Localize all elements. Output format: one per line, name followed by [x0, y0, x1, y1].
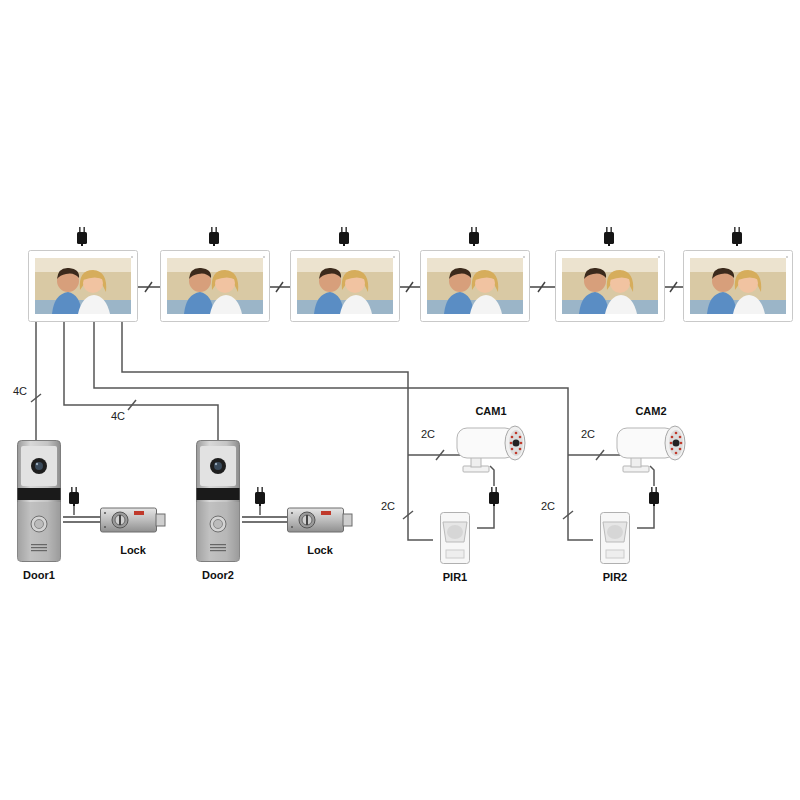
device-label: Door1	[23, 569, 55, 582]
lock-cable	[242, 517, 287, 522]
cable-label: 2C	[540, 500, 556, 513]
indoor-monitors	[29, 251, 793, 322]
device-label: CAM2	[635, 405, 666, 418]
monitor-links	[138, 282, 683, 292]
device-pictures	[18, 426, 686, 564]
bullet-camera: CAM2	[615, 405, 687, 477]
door-station: Door2	[194, 440, 242, 582]
cable-label: 4C	[110, 410, 126, 423]
device-label: Door2	[202, 569, 234, 582]
device-label: PIR2	[603, 571, 627, 584]
device-label: Lock	[120, 544, 146, 557]
device-label: Lock	[307, 544, 333, 557]
cable-label: 2C	[380, 500, 396, 513]
cable-label: 2C	[580, 428, 596, 441]
pir-sensor: PIR2	[593, 512, 637, 584]
bullet-camera: CAM1	[455, 405, 527, 477]
electric-lock: Lock	[100, 505, 166, 557]
wiring	[31, 322, 654, 540]
electric-lock: Lock	[287, 505, 353, 557]
cable-label: 4C	[12, 385, 28, 398]
device-label: CAM1	[475, 405, 506, 418]
pir-sensor: PIR1	[433, 512, 477, 584]
cable-label: 2C	[420, 428, 436, 441]
device-label: PIR1	[443, 571, 467, 584]
lock-cable	[63, 517, 100, 522]
power-adapters	[69, 227, 742, 506]
door-station: Door1	[15, 440, 63, 582]
